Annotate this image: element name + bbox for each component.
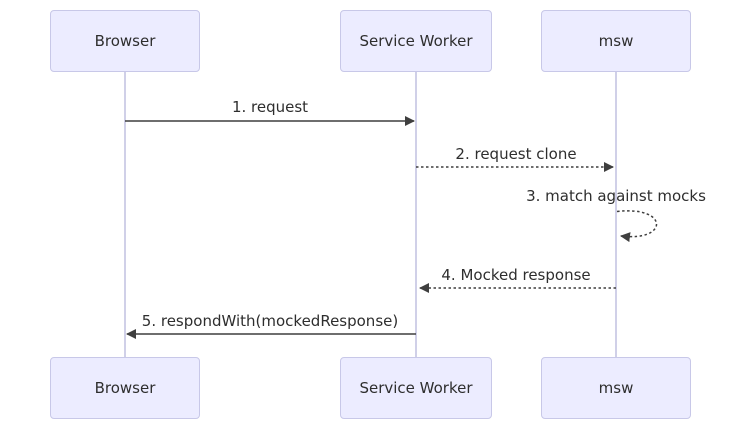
message-arrow-match-against-mocks xyxy=(616,210,658,243)
actor-box-service-worker-bottom: Service Worker xyxy=(340,357,492,419)
message-label-request: 1. request xyxy=(231,98,309,116)
message-label-mocked-response: 4. Mocked response xyxy=(441,266,591,284)
message-label-respond-with: 5. respondWith(mockedResponse) xyxy=(141,312,399,330)
actor-box-msw-bottom: msw xyxy=(541,357,691,419)
actor-box-browser-top: Browser xyxy=(50,10,200,72)
actor-box-service-worker-top: Service Worker xyxy=(340,10,492,72)
actor-label: msw xyxy=(598,379,634,397)
message-label-match-against-mocks: 3. match against mocks xyxy=(526,187,706,205)
actor-label: Browser xyxy=(94,32,156,50)
actor-label: Service Worker xyxy=(359,32,473,50)
actor-box-browser-bottom: Browser xyxy=(50,357,200,419)
actor-box-msw-top: msw xyxy=(541,10,691,72)
actor-label: msw xyxy=(598,32,634,50)
message-label-request-clone: 2. request clone xyxy=(455,145,577,163)
actor-label: Service Worker xyxy=(359,379,473,397)
actor-label: Browser xyxy=(94,379,156,397)
